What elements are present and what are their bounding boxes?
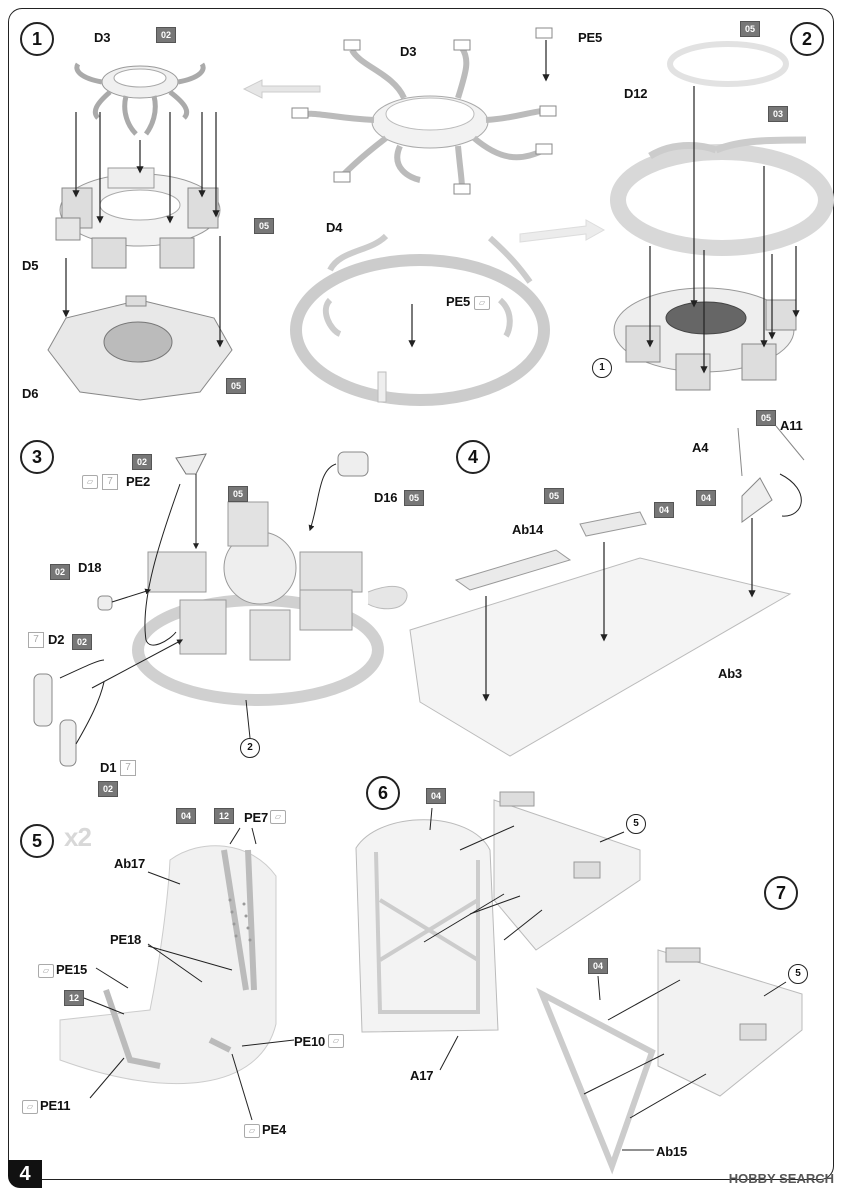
- color-badge-05: 05: [226, 378, 247, 394]
- step1-exhaust-ring: [74, 62, 206, 136]
- color-badge-04: 04: [176, 808, 197, 824]
- label-pe5-ring: PE5: [446, 294, 470, 309]
- color-badge-03: 03: [768, 106, 789, 122]
- label-pe10: PE10: [294, 1034, 326, 1049]
- color-badge-05: 05: [404, 490, 425, 506]
- step7-frame: [536, 947, 803, 1175]
- photo-etch-icon: ▱: [38, 964, 54, 978]
- watermark: HOBBY SEARCH: [728, 1171, 834, 1186]
- ref-step-1: 1: [592, 358, 612, 378]
- label-pe11: PE11: [40, 1098, 71, 1113]
- label-ab14: Ab14: [512, 522, 543, 537]
- label-pe4: PE4: [262, 1122, 286, 1137]
- photo-etch-icon: ▱: [328, 1034, 344, 1048]
- photo-etch-icon: ▱: [270, 810, 286, 824]
- color-badge-05: 05: [254, 218, 275, 234]
- photo-etch-icon: ▱: [82, 475, 98, 489]
- ref-step-5: 5: [788, 964, 808, 984]
- color-badge-04: 04: [696, 490, 717, 506]
- color-badge-04: 04: [654, 502, 675, 518]
- center-arrows: [408, 40, 550, 348]
- label-d3-center: D3: [400, 44, 417, 59]
- color-badge-02: 02: [50, 564, 71, 580]
- step-3-number: 3: [20, 440, 54, 474]
- step4-floor-panel: [409, 425, 805, 757]
- paint-icon: 7: [120, 760, 136, 776]
- step7-lines: [583, 975, 787, 1151]
- label-d6: D6: [22, 386, 39, 401]
- label-pe2: PE2: [126, 474, 150, 489]
- color-badge-02: 02: [132, 454, 153, 470]
- label-a17: A17: [410, 1068, 434, 1083]
- step2-engine: [613, 287, 797, 391]
- step2-cowl-ring: [610, 41, 834, 256]
- step1-cylinders: [55, 167, 221, 269]
- center-direction-arrow-icon: [519, 219, 606, 243]
- step6-frame: [355, 791, 641, 1033]
- label-d1: D1: [100, 760, 117, 775]
- color-badge-05: 05: [740, 21, 761, 37]
- color-badge-02: 02: [156, 27, 177, 43]
- label-ab17: Ab17: [114, 856, 145, 871]
- center-exhaust-ring-d4: [290, 233, 550, 406]
- label-d5: D5: [22, 258, 39, 273]
- label-d4: D4: [326, 220, 343, 235]
- paint-icon: 7: [102, 474, 118, 490]
- color-badge-12: 12: [214, 808, 235, 824]
- step3-lines: [59, 463, 337, 745]
- step5-seat: [59, 845, 277, 1085]
- label-d16: D16: [374, 490, 398, 505]
- quantity-multiplier: x2: [64, 822, 92, 852]
- color-badge-05: 05: [228, 486, 249, 502]
- step1-assembly-arrows: [62, 112, 224, 348]
- step6-lines: [423, 807, 625, 1071]
- paint-icon: 7: [28, 632, 44, 648]
- step-1-number: 1: [20, 22, 54, 56]
- ref-step-5: 5: [626, 814, 646, 834]
- label-pe18: PE18: [110, 932, 142, 947]
- step-6-number: 6: [366, 776, 400, 810]
- page-number: 4: [8, 1160, 42, 1188]
- color-badge-02: 02: [72, 634, 93, 650]
- color-badge-04: 04: [426, 788, 447, 804]
- label-pe5-top: PE5: [578, 30, 602, 45]
- color-badge-04: 04: [588, 958, 609, 974]
- label-a4: A4: [692, 440, 709, 455]
- label-ab15: Ab15: [656, 1144, 687, 1159]
- label-ab3: Ab3: [718, 666, 742, 681]
- photo-etch-icon: ▱: [244, 1124, 260, 1138]
- step3-small-parts: [33, 451, 369, 767]
- label-d2: D2: [48, 632, 65, 647]
- center-exhaust-collector: [291, 27, 557, 195]
- label-d18: D18: [78, 560, 102, 575]
- color-badge-05: 05: [544, 488, 565, 504]
- color-badge-05: 05: [756, 410, 777, 426]
- step1-direction-arrow-icon: [242, 79, 321, 99]
- label-pe15: PE15: [56, 962, 88, 977]
- photo-etch-icon: ▱: [22, 1100, 38, 1114]
- label-pe7: PE7: [244, 810, 268, 825]
- photo-etch-icon: ▱: [474, 296, 490, 310]
- step2-arrows: [646, 86, 800, 374]
- ref-step-2: 2: [240, 738, 260, 758]
- step-2-number: 2: [790, 22, 824, 56]
- label-a11: A11: [780, 418, 803, 433]
- step3-engine-assembly: [132, 501, 408, 706]
- label-d12: D12: [624, 86, 648, 101]
- step1-crankcase: [47, 295, 233, 401]
- color-badge-12: 12: [64, 990, 85, 1006]
- color-badge-02: 02: [98, 781, 119, 797]
- step-5-number: 5: [20, 824, 54, 858]
- step5-leader-lines: [83, 827, 295, 1121]
- step4-arrows: [482, 518, 756, 702]
- step4-connector-line: [779, 473, 802, 517]
- page-frame: [8, 8, 834, 1180]
- label-d3-step1: D3: [94, 30, 111, 45]
- step-7-number: 7: [764, 876, 798, 910]
- step-4-number: 4: [456, 440, 490, 474]
